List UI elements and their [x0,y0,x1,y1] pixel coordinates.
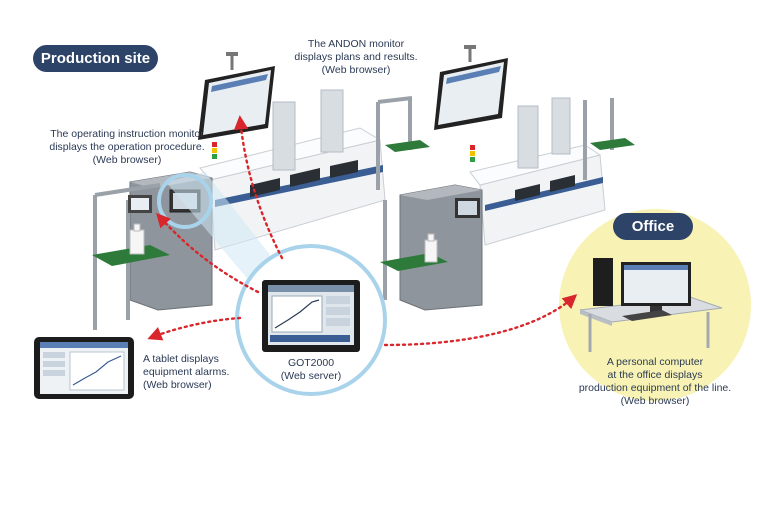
andon-caption-line: (Web browser) [321,64,391,76]
arrow-to-operating-monitor [156,212,260,294]
arrow-to-office-pc [383,294,578,347]
pc-caption-line: (Web browser) [620,395,690,407]
andon-monitor-right [434,45,508,130]
got-caption-line: GOT2000 [287,357,335,369]
andon-monitor [198,52,275,140]
operating-caption-line: The operating instruction monitor [50,128,204,140]
office-workstation [579,258,723,352]
operating-caption-line: displays the operation procedure. [49,141,205,153]
production-site-label: Production site [33,45,158,72]
tablet-caption-line: (Web browser) [143,379,212,391]
andon-caption: The ANDON monitor displays plans and res… [276,38,436,77]
pc-caption-line: production equipment of the line. [578,382,732,394]
got-caption-line: (Web server) [280,370,342,382]
operating-caption-line: (Web browser) [92,154,162,166]
office-label: Office [613,213,693,240]
got2000-hub [235,244,387,396]
andon-caption-line: displays plans and results. [294,51,418,63]
tablet-caption: A tablet displays equipment alarms. (Web… [143,353,253,392]
pc-caption-line: A personal computer [606,356,704,368]
andon-caption-line: The ANDON monitor [307,38,405,50]
arrow-to-andon [233,115,284,260]
tablet-caption-line: A tablet displays [143,353,219,365]
pc-caption: A personal computer at the office displa… [565,356,745,408]
spotlight-beam [166,172,278,296]
tablet-device [34,337,134,399]
tablet-caption-line: equipment alarms. [143,366,230,378]
production-line-left [92,89,430,330]
connection-arrows [147,115,578,347]
production-line-right [380,97,635,311]
pc-caption-line: at the office displays [607,369,703,381]
zoom-ring-small [157,173,213,229]
got-caption: GOT2000 (Web server) [261,357,361,383]
operating-caption: The operating instruction monitor displa… [22,128,232,167]
arrow-to-tablet [147,316,242,341]
